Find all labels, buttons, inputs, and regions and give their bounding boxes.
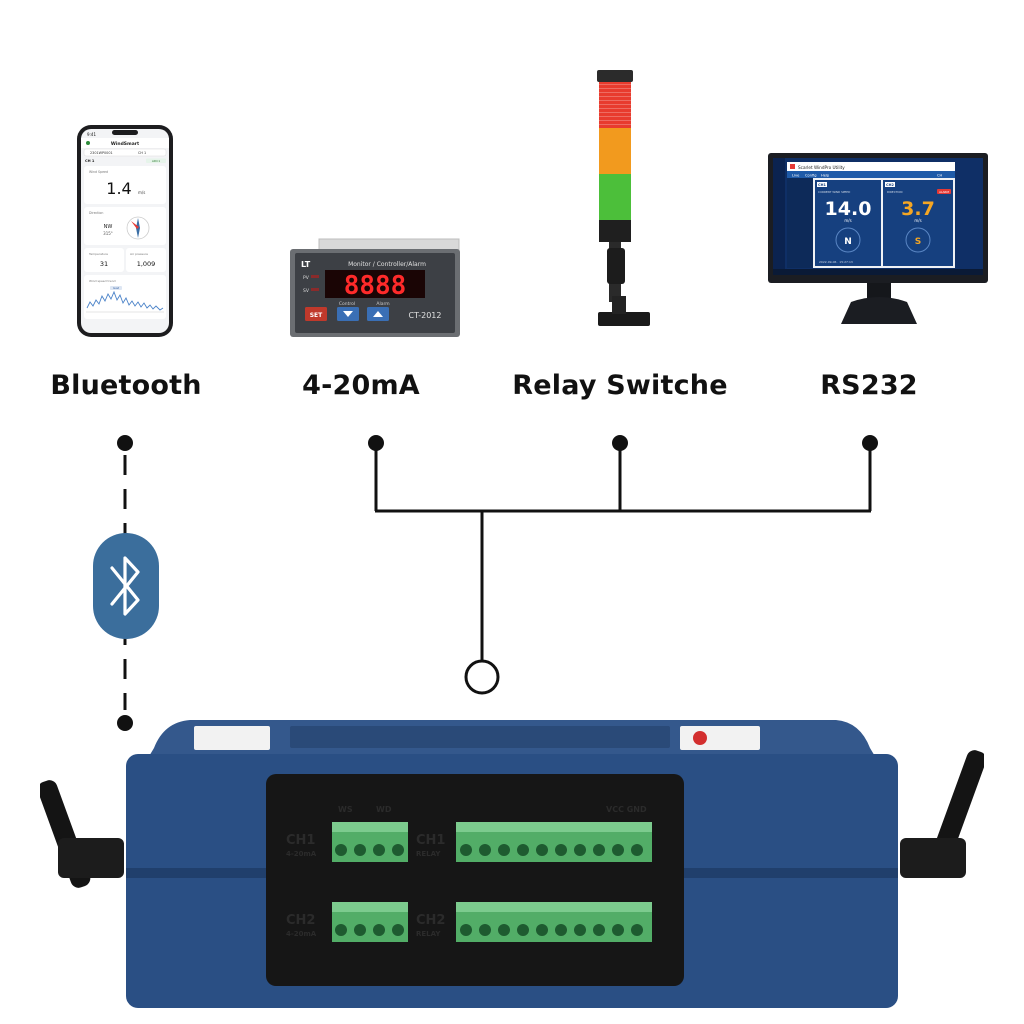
device-vcc-gnd-label: VCC GND bbox=[606, 805, 647, 814]
phone-wind-speed-label: Wind Speed bbox=[89, 170, 108, 174]
phone-device: 2301WP0001 bbox=[90, 151, 113, 155]
dot-device-bluetooth bbox=[117, 715, 133, 731]
phone-compass-icon bbox=[126, 216, 150, 240]
controller-alarm-label: Alarm bbox=[376, 301, 389, 307]
dot-4-20ma bbox=[368, 435, 384, 451]
phone-direction-degrees: 315° bbox=[103, 231, 113, 236]
controller-pv-label: PV bbox=[303, 275, 310, 281]
controller-up-icon bbox=[373, 311, 383, 317]
smartphone: 9:41 WindSmart 2301WP0001 CH 1 CH 1 ADC1… bbox=[77, 125, 173, 337]
controller-model: CT-2012 bbox=[409, 311, 442, 320]
device-ws-label: WS bbox=[338, 805, 353, 814]
terminal-block-ch2-4-20ma bbox=[332, 902, 408, 942]
monitor-unit2: m/s bbox=[914, 218, 921, 223]
phone-direction-label: Direction bbox=[89, 211, 103, 215]
device-connector-node bbox=[464, 659, 500, 695]
monitor-compass1: N bbox=[844, 237, 852, 247]
monitor-value2: 3.7 bbox=[901, 198, 935, 220]
monitor-compass1-icon bbox=[835, 227, 861, 253]
phone-temperature-value: 31 bbox=[100, 260, 108, 268]
terminal-block-ch1-4-20ma bbox=[332, 822, 408, 862]
phone-wind-speed-value: 1.4 bbox=[106, 179, 131, 198]
monitor-ch1: CH1 bbox=[818, 183, 826, 187]
phone-trend-label: Wind speed trend bbox=[89, 279, 116, 283]
dot-bluetooth bbox=[117, 435, 133, 451]
monitor-ch-select: CH bbox=[937, 173, 943, 177]
data-logger-device: CH1 4-20mA CH2 4-20mA CH1 RELAY CH2 RELA… bbox=[40, 720, 984, 1008]
right-antenna bbox=[900, 750, 984, 878]
device-ch1-relay-label: CH1 bbox=[416, 833, 445, 848]
phone-trend-tag: Gust bbox=[113, 286, 119, 290]
dot-rs232 bbox=[862, 435, 878, 451]
device-ch2-relay-label: CH2 bbox=[416, 913, 445, 928]
controller-display: 8888 bbox=[344, 271, 407, 301]
monitor-menu-0: Live bbox=[792, 173, 800, 177]
controller-brand: LT bbox=[301, 260, 311, 269]
device-ch2-relay-sub: RELAY bbox=[416, 930, 441, 938]
label-relay-switch: Relay Switche bbox=[512, 370, 728, 401]
monitor-menu-1: Config bbox=[805, 173, 817, 177]
monitor-footer: 2022-09-06 · 15:27:13 bbox=[819, 260, 853, 264]
monitor-menu-2: Help bbox=[821, 173, 830, 177]
controller-set-label: SET bbox=[310, 312, 323, 319]
phone-wind-speed-unit: m/s bbox=[138, 190, 145, 195]
label-rs232: RS232 bbox=[820, 370, 918, 401]
device-ch1-sub: 4-20mA bbox=[286, 850, 317, 858]
controller-control-label: Control bbox=[339, 301, 355, 307]
phone-channel: CH 1 bbox=[85, 159, 95, 163]
controller-down-icon bbox=[343, 311, 353, 317]
label-bluetooth: Bluetooth bbox=[50, 370, 202, 401]
phone-time: 9:41 bbox=[87, 132, 96, 137]
monitor-app-title: Scarlet WindPro Utility bbox=[798, 165, 845, 170]
device-ch1-relay-sub: RELAY bbox=[416, 850, 441, 858]
phone-trend-line bbox=[86, 290, 164, 311]
dot-relay bbox=[612, 435, 628, 451]
controller-set-button[interactable] bbox=[305, 307, 327, 321]
desktop-monitor: Scarlet WindPro Utility Live Config Help… bbox=[768, 153, 988, 324]
controller-title: Monitor / Controller/Alarm bbox=[348, 261, 426, 268]
monitor-unit1: m/s bbox=[844, 218, 851, 223]
monitor-panel1-label: CURRENT WIND SPEED bbox=[818, 190, 850, 194]
phone-direction-text: NW bbox=[104, 224, 113, 230]
phone-pressure-label: Air pressure bbox=[130, 252, 148, 256]
device-ch2-label: CH2 bbox=[286, 913, 315, 928]
left-antenna bbox=[40, 780, 124, 888]
bluetooth-badge bbox=[93, 533, 159, 639]
monitor-alert: ALARM bbox=[939, 190, 949, 194]
monitor-compass2: S bbox=[915, 237, 921, 247]
monitor-ch2: CH2 bbox=[886, 183, 894, 187]
terminal-block-ch2-relay bbox=[456, 902, 652, 942]
panel-controller: LT Monitor / Controller/Alarm PV SV 8888… bbox=[290, 238, 460, 337]
monitor-value1: 14.0 bbox=[825, 198, 872, 220]
phone-status: ADC1 bbox=[152, 159, 160, 163]
monitor-compass2-icon bbox=[905, 227, 931, 253]
device-ch2-sub: 4-20mA bbox=[286, 930, 317, 938]
device-ch1-label: CH1 bbox=[286, 833, 315, 848]
bluetooth-icon bbox=[110, 556, 140, 616]
phone-temperature-label: Temperature bbox=[88, 252, 108, 256]
controller-sv-label: SV bbox=[303, 288, 310, 294]
label-4-20ma: 4-20mA bbox=[302, 370, 420, 401]
signal-tower-light bbox=[597, 70, 650, 326]
phone-pressure-value: 1,009 bbox=[137, 260, 156, 268]
device-wd-label: WD bbox=[376, 805, 392, 814]
monitor-panel2-label: DIRECTION bbox=[887, 190, 902, 194]
phone-channel-select: CH 1 bbox=[138, 151, 146, 155]
terminal-block-ch1-relay bbox=[456, 822, 652, 862]
phone-app-name: WindSmart bbox=[111, 141, 140, 147]
